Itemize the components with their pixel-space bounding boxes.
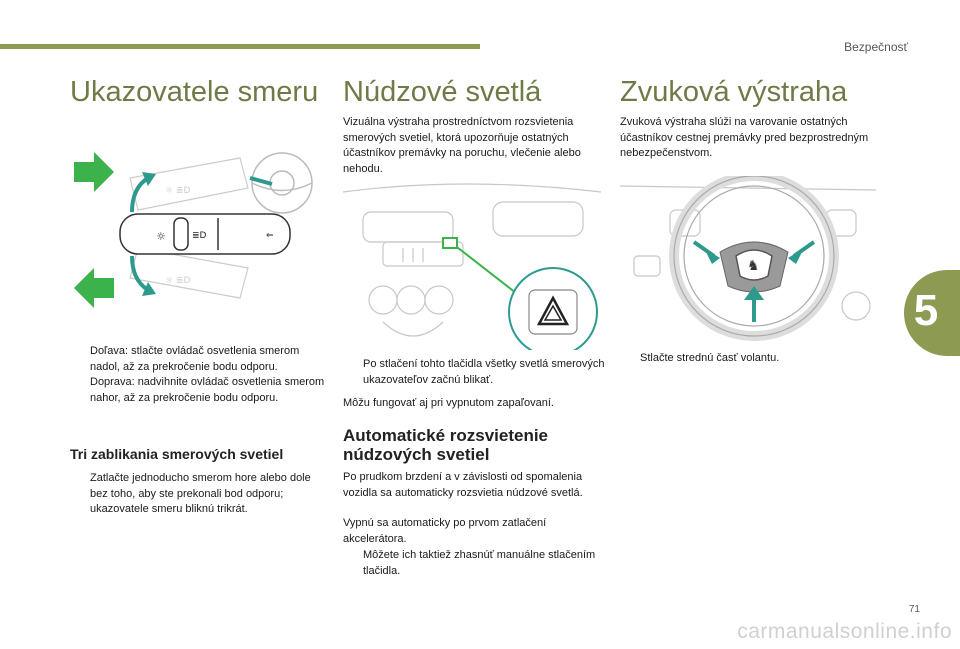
lighting-stalk: ☼ ≣D ⇐ xyxy=(119,213,291,255)
svg-text:☼ ≣D: ☼ ≣D xyxy=(165,186,190,196)
bullet-text: Po stlačení tohto tlačidla všetky svetlá… xyxy=(363,358,605,386)
bullet-text: Zatlačte jednoducho smerom hore alebo do… xyxy=(90,472,311,515)
steering-wheel xyxy=(669,176,839,341)
arrow-horn-right xyxy=(788,240,816,264)
bullet-text: Môžete ich taktiež zhasnúť manuálne stla… xyxy=(363,549,596,577)
list-item: Môžete ich taktiež zhasnúť manuálne stla… xyxy=(343,548,618,579)
bullet-text: Doprava: nadvihnite ovládač osvetlenia s… xyxy=(90,376,325,404)
horn-illustration: ♞ xyxy=(620,176,876,342)
arrow-down-teal-head xyxy=(142,282,156,296)
arrow-up-teal-head xyxy=(142,172,156,186)
turn-signal-bullets: Doľava: stlačte ovládač osvetlenia smero… xyxy=(70,344,325,406)
watermark: carmanualsonline.info xyxy=(737,620,952,643)
subtitle-auto-hazard: Automatické rozsvietenie núdzových sveti… xyxy=(343,426,549,464)
chapter-tab: 5 xyxy=(904,270,960,356)
svg-text:≣D: ≣D xyxy=(192,231,207,241)
section-label: Bezpečnosť xyxy=(844,40,908,54)
list-item: Zatlačte jednoducho smerom hore alebo do… xyxy=(70,471,325,518)
list-item: Stlačte strednú časť volantu. xyxy=(620,351,890,367)
chapter-number: 5 xyxy=(913,286,939,335)
hazard-intro: Vizuálna výstraha prostredníctvom rozsvi… xyxy=(343,116,581,175)
dashboard-sketch xyxy=(343,183,601,337)
pointer-line xyxy=(249,176,273,186)
arrow-horn-up xyxy=(744,286,764,322)
svg-text:♞: ♞ xyxy=(747,258,760,274)
svg-text:☼: ☼ xyxy=(156,230,166,243)
svg-text:⇐: ⇐ xyxy=(266,231,274,241)
svg-text:☼ ≣D: ☼ ≣D xyxy=(165,276,190,286)
auto-hazard-para1: Po prudkom brzdení a v závislosti od spo… xyxy=(343,471,583,499)
turn-signal-illustration: ☼ ≣D ☼ ≣D ☼ ≣D ⇐ xyxy=(70,148,328,318)
subtitle-three-blinks: Tri zablikania smerových svetiel xyxy=(70,446,284,462)
page-title-hazard-lights: Núdzové svetlá xyxy=(343,76,542,108)
list-item: Doľava: stlačte ovládač osvetlenia smero… xyxy=(70,344,325,375)
hazard-button-illustration xyxy=(343,182,601,350)
horn-intro: Zvuková výstraha slúži na varovanie osta… xyxy=(620,116,869,159)
arrow-up-teal xyxy=(130,176,150,213)
arrow-left-green xyxy=(74,268,114,308)
pointer-line xyxy=(452,243,526,301)
list-item: Doprava: nadvihnite ovládač osvetlenia s… xyxy=(70,375,325,406)
steering-wheel-sketch xyxy=(251,152,313,214)
arrow-right-green xyxy=(74,152,114,192)
steering-hub: ♞ xyxy=(719,241,789,293)
page-title-horn: Zvuková výstraha xyxy=(620,76,848,108)
auto-hazard-para2: Vypnú sa automaticky po prvom zatlačení … xyxy=(343,517,547,545)
lever-down-sketch: ☼ ≣D xyxy=(129,247,249,299)
hazard-note: Môžu fungovať aj pri vypnutom zapaľovaní… xyxy=(343,397,554,409)
page-number: 71 xyxy=(908,604,920,615)
header-bar xyxy=(0,44,480,49)
bullet-text: Stlačte strednú časť volantu. xyxy=(640,352,780,364)
hazard-button-zoom xyxy=(508,267,598,350)
list-item: Po stlačení tohto tlačidla všetky svetlá… xyxy=(343,357,618,388)
page-title-turn-signals: Ukazovatele smeru xyxy=(70,76,319,108)
arrow-horn-left xyxy=(692,240,720,264)
bullet-text: Doľava: stlačte ovládač osvetlenia smero… xyxy=(90,345,300,373)
